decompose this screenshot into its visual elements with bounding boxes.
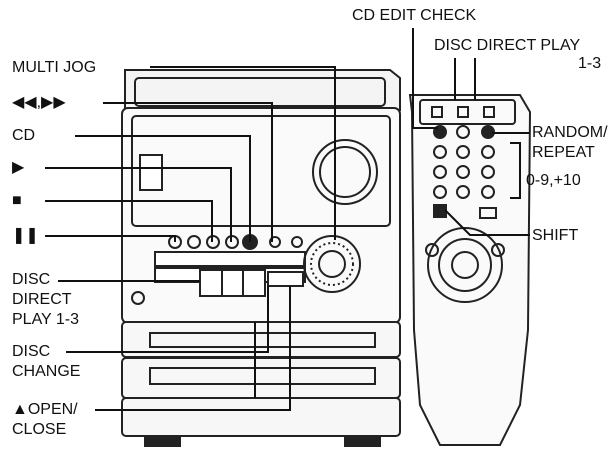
label-number-keys: 0-9,+10 <box>526 172 581 189</box>
label-disc-direct-play-remote-range: 1-3 <box>578 55 602 72</box>
label-disc-change-2: CHANGE <box>12 363 81 380</box>
label-play: ▶ <box>12 159 25 176</box>
remote-top-panel <box>419 99 516 125</box>
leader-lines <box>45 28 530 411</box>
label-open-close-2: CLOSE <box>12 421 67 438</box>
display-window <box>139 154 163 191</box>
multi-jog-dial <box>303 235 361 293</box>
side-jack <box>131 291 145 305</box>
stereo-upper-panel <box>131 115 391 227</box>
stereo-top-panel <box>134 77 386 107</box>
tape-deck-2 <box>121 357 401 399</box>
label-stop: ■ <box>12 192 22 209</box>
label-disc-direct-play-remote: DISC DIRECT PLAY <box>434 37 581 54</box>
label-disc-direct-unit-2: DIRECT <box>12 291 72 308</box>
open-close-button <box>267 271 304 287</box>
label-disc-direct-unit-3: PLAY 1-3 <box>12 311 80 328</box>
remote-dpad <box>427 227 503 303</box>
stereo-base <box>121 397 401 437</box>
shift-key <box>433 204 447 218</box>
control-strip-1 <box>154 251 306 267</box>
label-random-repeat-2: REPEAT <box>532 144 595 161</box>
upper-knob <box>312 139 378 205</box>
label-disc-direct-unit-1: DISC <box>12 271 51 288</box>
remote-body <box>408 94 532 446</box>
label-pause: ❚❚ <box>12 227 39 244</box>
remote-control <box>408 94 532 446</box>
label-cd-edit-check: CD EDIT CHECK <box>352 7 477 24</box>
label-cd: CD <box>12 127 36 144</box>
label-disc-change-1: DISC <box>12 343 51 360</box>
label-open-close-1: ▲OPEN/ <box>12 401 78 418</box>
disc-buttons <box>199 269 266 297</box>
label-rewind-fastforward: ◀◀,▶▶ <box>12 94 66 111</box>
label-shift: SHIFT <box>532 227 579 244</box>
stereo-unit <box>121 69 401 447</box>
label-random-repeat-1: RANDOM/ <box>532 124 608 141</box>
label-multi-jog: MULTI JOG <box>12 59 97 76</box>
